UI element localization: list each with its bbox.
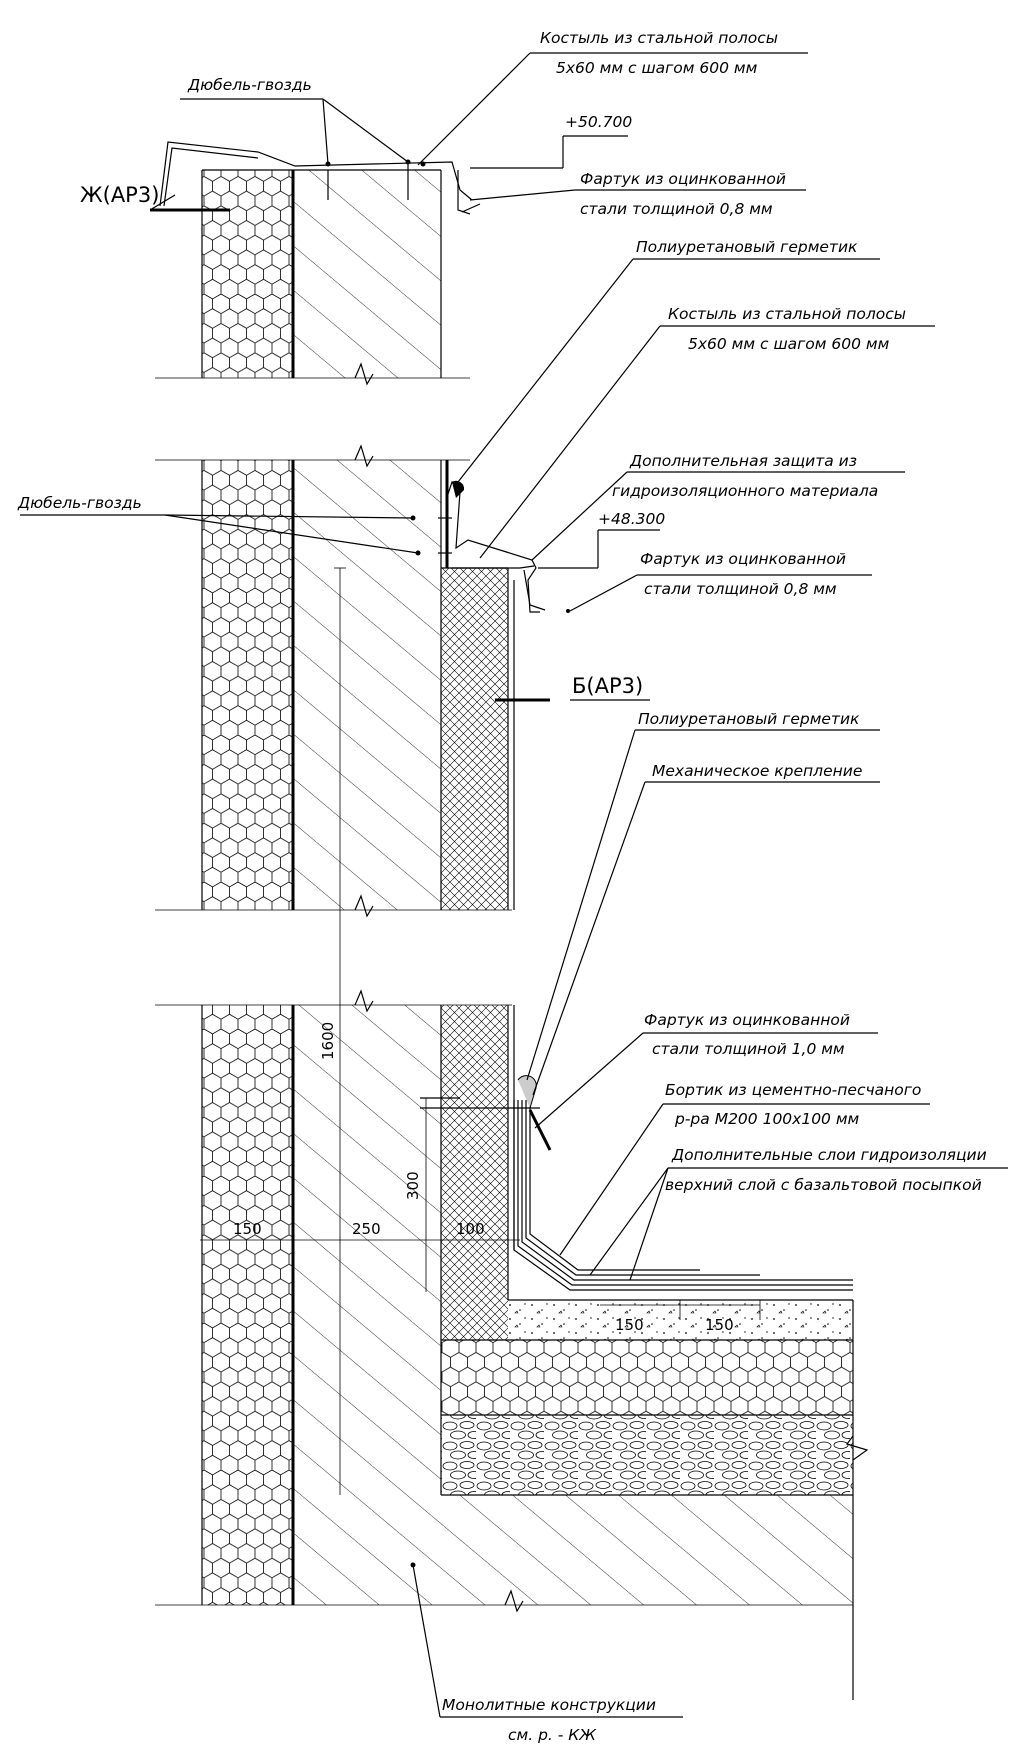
label-kostyl-top-line1: Костыль из стальной полосы <box>540 29 778 47</box>
label-germetik-2: Полиуретановый герметик <box>638 710 860 728</box>
label-dop-zashita-line1: Дополнительная защита из <box>629 452 857 470</box>
waterproofing-membrane <box>513 1100 853 1291</box>
label-mech-krep: Механическое крепление <box>652 762 862 780</box>
label-monolit-line2: см. р. - КЖ <box>508 1726 597 1744</box>
mineral-wool-bot <box>441 1005 508 1340</box>
break-mark <box>354 362 374 386</box>
screed-layer <box>508 1300 853 1340</box>
insulation-hex-bot <box>202 1005 293 1605</box>
dimension-150: 150 <box>233 1220 262 1238</box>
label-dubel-top: Дюбель-гвоздь <box>187 76 312 94</box>
label-germetik-1: Полиуретановый герметик <box>636 238 858 256</box>
concrete-slab <box>441 1495 853 1605</box>
dimension-250: 250 <box>352 1220 381 1238</box>
insulation-hex-top <box>202 170 293 378</box>
label-dop-sloi-line1: Дополнительные слои гидроизоляции <box>671 1146 987 1164</box>
roof-insulation-layer <box>441 1340 853 1415</box>
label-fartuk-bot-line1: Фартук из оцинкованной <box>644 1011 850 1029</box>
label-dubel-mid: Дюбель-гвоздь <box>17 494 142 512</box>
concrete-top <box>293 170 441 378</box>
label-axis-zh: Ж(АР3) <box>80 183 159 207</box>
section-bottom <box>155 989 869 1700</box>
dimension-labels: 1600 300 150 250 100 150 150 <box>233 1022 734 1334</box>
label-fartuk-bot-line2: стали толщиной 1,0 мм <box>652 1040 845 1058</box>
label-bortik-line2: р-ра М200 100х100 мм <box>674 1110 860 1128</box>
label-axis-b: Б(АР3) <box>572 674 643 698</box>
label-fartuk-mid-line1: Фартук из оцинкованной <box>640 550 846 568</box>
label-monolit-line1: Монолитные конструкции <box>442 1696 656 1714</box>
section-top <box>149 141 481 386</box>
label-kostyl-mid-line2: 5х60 мм с шагом 600 мм <box>688 335 890 353</box>
dimension-300: 300 <box>404 1171 422 1200</box>
label-kostyl-mid-line1: Костыль из стальной полосы <box>668 305 906 323</box>
label-fartuk-top-line1: Фартук из оцинкованной <box>580 170 786 188</box>
dimension-150-slab-a: 150 <box>615 1316 644 1334</box>
label-elevation-top: +50.700 <box>565 113 632 131</box>
concrete-wall-bot <box>293 1005 441 1605</box>
label-dop-sloi-line2: верхний слой с базальтовой посыпкой <box>665 1176 982 1194</box>
leader-lines <box>20 52 1008 1718</box>
insulation-hex-mid <box>202 460 293 910</box>
dimension-100: 100 <box>456 1220 485 1238</box>
label-fartuk-top-line2: стали толщиной 0,8 мм <box>580 200 773 218</box>
label-fartuk-mid-line2: стали толщиной 0,8 мм <box>644 580 837 598</box>
annotation-labels: Костыль из стальной полосы 5х60 мм с шаг… <box>17 29 987 1744</box>
concrete-mid <box>293 460 441 910</box>
label-elevation-mid: +48.300 <box>598 510 665 528</box>
label-kostyl-top-line2: 5х60 мм с шагом 600 мм <box>556 59 758 77</box>
dimension-150-slab-b: 150 <box>705 1316 734 1334</box>
gravel-fill-layer <box>441 1415 853 1495</box>
coping-flashing-top <box>159 141 473 207</box>
mineral-wool-mid <box>441 568 508 910</box>
label-dop-zashita-line2: гидроизоляционного материала <box>612 482 878 500</box>
dimension-1600: 1600 <box>319 1022 337 1060</box>
section-middle <box>155 444 570 1495</box>
label-bortik-line1: Бортик из цементно-песчаного <box>665 1081 921 1099</box>
